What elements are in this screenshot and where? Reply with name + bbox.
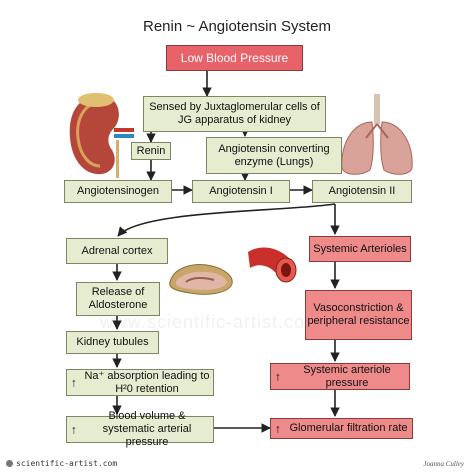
blood-volume-box: ↑ Blood volume & systematic arterial pre…	[66, 410, 214, 448]
globe-icon	[6, 460, 13, 467]
renin-box: Renin	[131, 142, 171, 160]
angiotensin-2-label: Angiotensin II	[328, 185, 396, 197]
kidney-tubules-label: Kidney tubules	[76, 336, 149, 348]
angiotensin-1-label: Angiotensin I	[209, 185, 273, 197]
artery-illustration	[248, 247, 297, 283]
vasoconstriction-label: Vasoconstriction & peripheral resistance	[307, 302, 410, 327]
increase-arrow-icon: ↑	[275, 421, 281, 435]
adrenal-tissue-illustration	[169, 264, 233, 295]
aldosterone-label: Release of Aldosterone	[88, 286, 148, 311]
kidney-illustration	[69, 93, 134, 178]
adrenal-cortex-box: Adrenal cortex	[66, 238, 168, 264]
increase-arrow-icon: ↑	[275, 369, 281, 383]
aldosterone-box: Release of Aldosterone	[76, 282, 160, 316]
lungs-illustration	[341, 94, 413, 175]
angiotensinogen-box: Angiotensinogen	[64, 180, 172, 203]
angiotensin-2-box: Angiotensin II	[312, 180, 412, 203]
gfr-box: ↑ Glomerular filtration rate	[270, 418, 413, 439]
angiotensinogen-label: Angiotensinogen	[77, 185, 159, 197]
adrenal-cortex-label: Adrenal cortex	[81, 244, 153, 257]
na-absorption-box: ↑ Na⁺ absorption leading to H²0 retentio…	[66, 369, 214, 396]
systemic-pressure-label: Systemic arteriole pressure	[303, 363, 391, 389]
ace-label: Angiotensin converting enzyme (Lungs)	[218, 142, 330, 168]
na-absorption-label: Na⁺ absorption leading to H²0 retention	[84, 369, 210, 395]
diagram-title: Renin ~ Angiotensin System	[142, 18, 332, 35]
footer-site-label: scientific-artist.com	[16, 459, 118, 468]
footer-site: scientific-artist.com	[6, 459, 117, 468]
renin-label: Renin	[136, 144, 166, 157]
systemic-arterioles-label: Systemic Arterioles	[313, 242, 407, 255]
artist-signature: Joanna Culley	[423, 460, 464, 468]
systemic-pressure-box: ↑ Systemic arteriole pressure	[270, 363, 410, 390]
low-blood-pressure-label: Low Blood Pressure	[180, 50, 289, 65]
watermark-text: www.scientific-artist.com	[100, 312, 322, 332]
increase-arrow-icon: ↑	[71, 422, 77, 436]
systemic-arterioles-box: Systemic Arterioles	[309, 236, 411, 262]
ace-box: Angiotensin converting enzyme (Lungs)	[206, 137, 342, 174]
gfr-label: Glomerular filtration rate	[289, 422, 408, 434]
sensed-jg-box: Sensed by Juxtaglomerular cells of JG ap…	[143, 96, 326, 132]
sensed-jg-label: Sensed by Juxtaglomerular cells of JG ap…	[149, 101, 320, 126]
kidney-tubules-box: Kidney tubules	[66, 331, 159, 354]
increase-arrow-icon: ↑	[71, 375, 77, 389]
angiotensin-1-box: Angiotensin I	[192, 180, 290, 203]
low-blood-pressure-box: Low Blood Pressure	[166, 45, 303, 71]
vasoconstriction-box: Vasoconstriction & peripheral resistance	[305, 290, 412, 340]
blood-volume-label: Blood volume & systematic arterial press…	[102, 410, 192, 448]
